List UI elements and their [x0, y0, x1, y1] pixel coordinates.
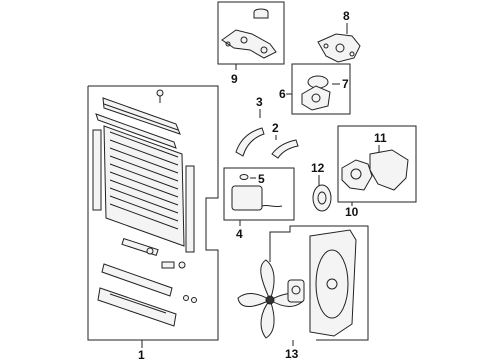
callout-8: 8	[343, 9, 350, 23]
coolant-reservoir	[231, 185, 263, 211]
callout-13: 13	[285, 347, 299, 360]
thermostat-housing	[301, 85, 331, 111]
callout-3: 3	[256, 95, 263, 109]
callout-1: 1	[138, 348, 145, 360]
hoses-group: 3 2	[235, 95, 299, 159]
cooling-fan	[237, 259, 303, 339]
thermostat-group-frame	[291, 63, 351, 115]
pulley-group: 12	[311, 161, 332, 212]
water-outlet-group-frame	[217, 1, 285, 65]
water-pump-gasket	[369, 149, 409, 191]
radiator-group-frame	[87, 85, 219, 341]
water-pump-pulley	[312, 184, 332, 212]
radiator-side-bracket-left	[92, 129, 102, 211]
thermostat-group: 7 6	[279, 63, 351, 115]
radiator-assembly-group: 1	[87, 85, 219, 360]
callout-10: 10	[345, 205, 359, 219]
fan-assembly-group: 13	[237, 225, 369, 360]
reservoir-cap	[239, 174, 249, 180]
water-pump	[341, 159, 373, 191]
radiator-upper-tank	[102, 97, 181, 135]
callout-9: 9	[231, 72, 238, 86]
radiator-upper-seal	[95, 113, 177, 149]
fan-motor	[287, 279, 305, 303]
water-pump-group: 11 10	[337, 125, 417, 219]
thermostat-gasket	[307, 75, 329, 89]
upper-radiator-hose	[235, 127, 265, 157]
water-pump-group-frame	[337, 125, 417, 203]
radiator-lower-tray	[97, 287, 177, 327]
callout-6: 6	[279, 87, 286, 101]
reservoir-group-frame	[223, 167, 295, 221]
callout-12: 12	[311, 161, 325, 175]
callout-11: 11	[374, 131, 387, 145]
fan-shroud	[309, 229, 357, 337]
water-inlet-housing	[317, 33, 361, 63]
fan-group-frame	[269, 225, 369, 341]
radiator-lower-tank	[101, 263, 173, 297]
callout-5: 5	[258, 172, 265, 186]
water-inlet-group: 8	[317, 9, 361, 63]
reservoir-group: 5 4	[223, 167, 295, 241]
water-outlet-group: 9	[217, 1, 285, 86]
water-outlet-housing	[221, 29, 277, 59]
callout-7: 7	[342, 77, 349, 91]
lower-radiator-hose	[271, 139, 299, 159]
callout-2: 2	[272, 121, 279, 135]
callout-4: 4	[236, 227, 243, 241]
radiator-side-bracket-right	[185, 165, 195, 253]
